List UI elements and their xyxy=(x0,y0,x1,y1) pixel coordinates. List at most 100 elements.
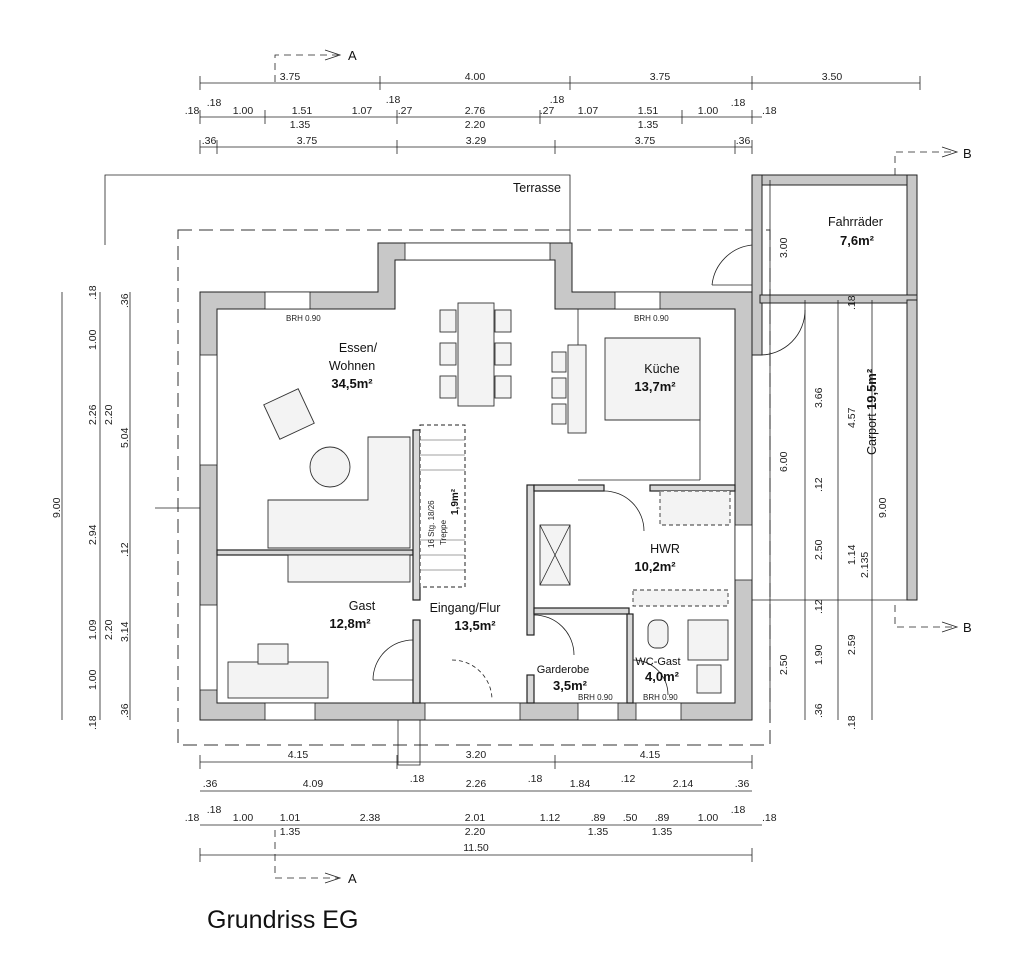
svg-text:.18: .18 xyxy=(846,715,858,730)
svg-text:4.15: 4.15 xyxy=(640,749,661,761)
svg-text:.50: .50 xyxy=(623,812,638,824)
svg-text:2.59: 2.59 xyxy=(846,634,858,655)
dim-top-sup-5: .18 xyxy=(550,94,565,106)
svg-text:1,9m²: 1,9m² xyxy=(450,488,461,515)
dim-top-mid-4: .27 xyxy=(398,105,413,117)
svg-text:2.20: 2.20 xyxy=(465,826,486,838)
carport: Carport 19,5m² xyxy=(752,299,918,601)
svg-text:.36: .36 xyxy=(119,293,131,308)
section-marker-a-top: A xyxy=(274,48,357,82)
room-garderobe-name: Garderobe xyxy=(537,664,590,676)
dim-top-4: 3.50 xyxy=(822,71,843,83)
entry-step xyxy=(397,720,421,766)
svg-text:.89: .89 xyxy=(655,812,670,824)
section-marker-a-bottom: A xyxy=(274,830,357,886)
terrace: Terrasse xyxy=(104,174,571,245)
svg-text:.18: .18 xyxy=(528,773,543,785)
sink xyxy=(696,664,722,694)
svg-text:.12: .12 xyxy=(813,599,825,614)
brh-2: BRH 0.90 xyxy=(634,314,669,323)
room-fahrraeder-area: 7,6m² xyxy=(840,233,875,248)
svg-text:.36: .36 xyxy=(203,778,218,790)
room-labels: Essen/ Wohnen 34,5m² Küche 13,7m² HWR 10… xyxy=(286,314,681,702)
dim-top-sup-1: .18 xyxy=(185,105,200,117)
svg-text:.36: .36 xyxy=(119,703,131,718)
svg-text:2.26: 2.26 xyxy=(466,778,487,790)
svg-text:.12: .12 xyxy=(813,477,825,492)
room-hwr-area: 10,2m² xyxy=(634,559,676,574)
room-kueche-area: 13,7m² xyxy=(634,379,676,394)
svg-text:1.00: 1.00 xyxy=(233,812,254,824)
room-gast-name: Gast xyxy=(349,599,376,613)
svg-text:1.00: 1.00 xyxy=(87,669,99,690)
svg-text:1.00: 1.00 xyxy=(698,812,719,824)
svg-text:2.01: 2.01 xyxy=(465,812,486,824)
dim-top-bot-3: 1.35 xyxy=(638,119,659,131)
dim-top-3: 3.75 xyxy=(650,71,671,83)
section-marker-b-top: B xyxy=(894,146,972,175)
svg-text:2.50: 2.50 xyxy=(778,654,790,675)
svg-text:4.09: 4.09 xyxy=(303,778,324,790)
room-hwr-name: HWR xyxy=(650,542,680,556)
svg-text:2.94: 2.94 xyxy=(87,524,99,545)
room-gast-area: 12,8m² xyxy=(329,616,371,631)
dim-top-r3-4: 3.75 xyxy=(635,135,656,147)
svg-text:4.15: 4.15 xyxy=(288,749,309,761)
staircase: 16 Stg. 18/26 Treppe 1,9m² xyxy=(419,424,466,588)
dim-top-mid-10: .18 xyxy=(762,105,777,117)
dim-top-r3-1: .36 xyxy=(202,135,217,147)
bike-shed: Fahrräder 7,6m² xyxy=(711,174,918,356)
dim-top-r3-3: 3.29 xyxy=(466,135,487,147)
section-marker-b-bottom: B xyxy=(894,605,972,635)
room-carport-area: 19,5m² xyxy=(864,368,879,410)
svg-text:2.20: 2.20 xyxy=(103,619,115,640)
svg-text:1.09: 1.09 xyxy=(87,619,99,640)
svg-text:11.50: 11.50 xyxy=(463,842,489,854)
svg-text:5.04: 5.04 xyxy=(119,427,131,448)
room-flur-name: Eingang/Flur xyxy=(430,601,501,615)
dim-top-r3-5: .36 xyxy=(736,135,751,147)
doors xyxy=(372,490,669,701)
svg-text:2.50: 2.50 xyxy=(813,539,825,560)
dim-top-1: 3.75 xyxy=(280,71,301,83)
room-essen-area: 34,5m² xyxy=(331,376,373,391)
room-wc-name: WC-Gast xyxy=(635,656,680,668)
svg-text:2.14: 2.14 xyxy=(673,778,694,790)
furniture xyxy=(227,302,731,699)
dining-table xyxy=(457,302,495,407)
room-wc-area: 4,0m² xyxy=(645,669,680,684)
dim-top-bot-2: 2.20 xyxy=(465,119,486,131)
brh-3: BRH 0.90 xyxy=(578,693,613,702)
dim-top-mid-6: .27 xyxy=(540,105,555,117)
svg-text:.12: .12 xyxy=(119,542,131,557)
svg-text:1.12: 1.12 xyxy=(540,812,561,824)
svg-text:1.14: 1.14 xyxy=(846,544,858,565)
sofa xyxy=(267,436,411,549)
brh-4: BRH 0.90 xyxy=(643,693,678,702)
svg-text:1.84: 1.84 xyxy=(570,778,591,790)
chair xyxy=(257,643,289,665)
room-flur-area: 13,5m² xyxy=(454,618,496,633)
svg-text:2.26: 2.26 xyxy=(87,404,99,425)
bottom-dimension-chains: 4.15 3.20 4.15 .36 4.09 .18 2.26 .18 1.8… xyxy=(185,749,777,862)
room-essen-name1: Essen/ xyxy=(339,341,378,355)
dim-top-mid-5: 2.76 xyxy=(465,105,486,117)
desk xyxy=(227,661,329,699)
svg-text:.18: .18 xyxy=(87,285,99,300)
svg-text:4.57: 4.57 xyxy=(846,407,858,428)
room-kueche-name: Küche xyxy=(644,362,679,376)
svg-text:.12: .12 xyxy=(621,773,636,785)
svg-text:16 Stg. 18/26: 16 Stg. 18/26 xyxy=(427,500,436,548)
top-dimension-chains: 3.75 4.00 3.75 3.50 1.00 1.51 1.07 .27 2… xyxy=(185,71,921,154)
drawing-title: Grundriss EG xyxy=(207,906,358,934)
room-fahrraeder-name: Fahrräder xyxy=(828,215,883,229)
sideboard xyxy=(287,554,411,583)
dim-top-bot-1: 1.35 xyxy=(290,119,311,131)
svg-text:Terrasse: Terrasse xyxy=(513,181,561,195)
armchair xyxy=(263,388,315,440)
dim-top-mid-8: 1.51 xyxy=(638,105,659,117)
svg-text:.36: .36 xyxy=(735,778,750,790)
svg-text:A: A xyxy=(348,871,357,886)
left-dimension-chains: 9.00 1.00 2.26 2.94 1.09 1.00 .18 .18 2.… xyxy=(51,285,131,730)
